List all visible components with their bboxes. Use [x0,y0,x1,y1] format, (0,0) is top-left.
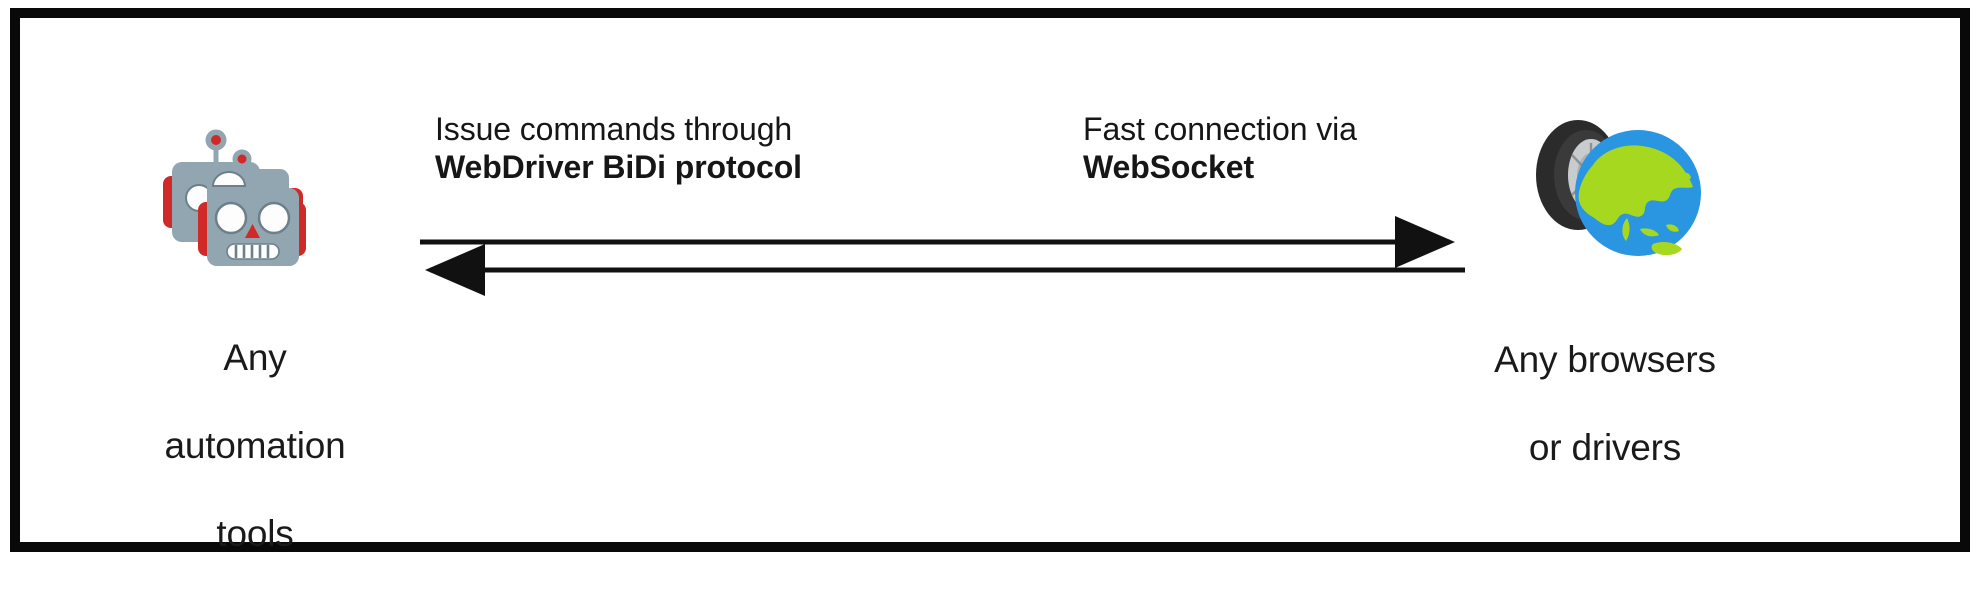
diagram-frame: Issue commands through WebDriver BiDi pr… [10,8,1970,554]
globe-tire-glyph [1536,120,1701,256]
edge-label-connection-line2: WebSocket [1083,149,1255,185]
edge-label-commands-line2: WebDriver BiDi protocol [435,149,802,185]
edge-label-connection: Fast connection via WebSocket [1083,110,1357,186]
caption-line-1: Any browsers [1494,339,1716,380]
diagram-canvas: Issue commands through WebDriver BiDi pr… [20,18,1960,554]
edge-label-commands-line1: Issue commands through [435,111,793,147]
robots-icon [155,128,355,278]
robot-front [198,149,306,266]
node-automation-tools: Any automation tools [95,128,415,600]
caption-line-2: automation [164,425,346,466]
edge-label-connection-line1: Fast connection via [1083,111,1357,147]
caption-line-3: tools [216,513,294,554]
caption-line-2: or drivers [1528,427,1682,468]
globe-icon [1575,130,1701,256]
node-browsers-caption: Any browsers or drivers [1420,294,1790,514]
globe-and-tire-icon [1490,113,1720,278]
node-automation-tools-caption: Any automation tools [95,292,415,600]
caption-line-1: Any [223,337,287,378]
edge-label-commands: Issue commands through WebDriver BiDi pr… [435,110,802,186]
robot-heads-glyph [163,129,306,266]
node-browsers: Any browsers or drivers [1420,113,1790,514]
